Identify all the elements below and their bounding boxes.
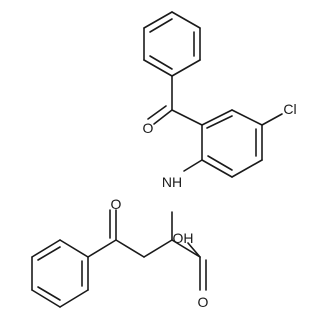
lower-phenyl-ring [31, 239, 89, 308]
top-phenyl-ring [143, 11, 201, 77]
upper-ketone-oxygen-label: O [143, 120, 154, 136]
lower-ketone [87, 209, 117, 258]
upper-benzoyl-carbonyl [147, 75, 203, 126]
amine-backbone [115, 159, 207, 291]
amine-label: NH [162, 174, 182, 190]
chlorine-label: Cl [283, 101, 296, 117]
hydroxyl-label: OH [173, 230, 194, 246]
chlorophenyl-ring [201, 109, 283, 178]
acid-carbonyl-oxygen-label: O [198, 294, 209, 310]
lower-ketone-oxygen-label: O [111, 196, 122, 212]
